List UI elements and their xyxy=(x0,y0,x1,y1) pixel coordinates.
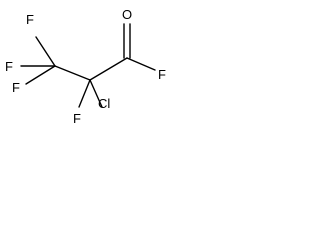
bond-c2-f-bottom xyxy=(78,79,91,108)
bond-c2-cl xyxy=(89,79,103,108)
atom-f-left: F xyxy=(5,59,13,74)
atom-f-bottom: F xyxy=(73,111,81,126)
atom-f-acyl: F xyxy=(158,67,166,82)
atom-labels: F F F O F F Cl xyxy=(5,7,166,126)
bonds xyxy=(20,23,156,108)
structure-diagram: F F F O F F Cl xyxy=(5,7,166,126)
bond-c3-c2 xyxy=(54,65,91,81)
atom-o-carbonyl: O xyxy=(122,7,132,22)
atom-f-top: F xyxy=(26,12,34,27)
bond-c3-f-top xyxy=(35,36,56,67)
bond-c1-f-acyl xyxy=(126,57,156,71)
atom-cl: Cl xyxy=(98,96,110,111)
bond-c2-c1 xyxy=(89,57,128,81)
bond-c3-f-mid xyxy=(25,65,56,85)
atom-f-mid: F xyxy=(12,80,20,95)
